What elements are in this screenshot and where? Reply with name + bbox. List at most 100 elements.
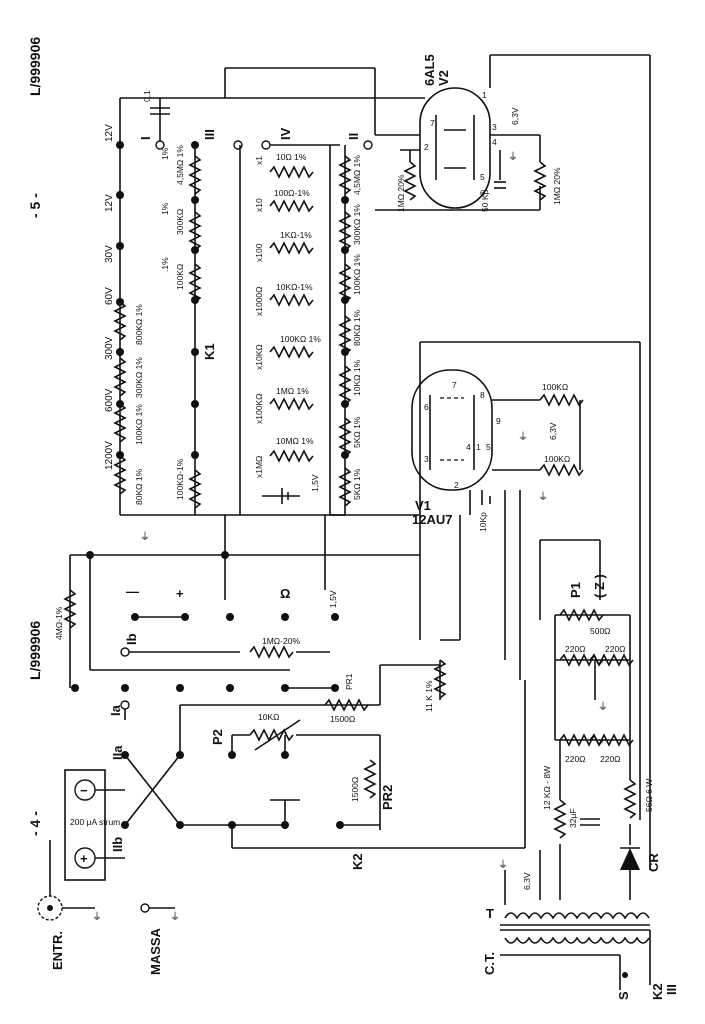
- ground-symbol: ⏚: [170, 911, 180, 923]
- ohm-res: 100KΩ 1%: [280, 334, 321, 344]
- right-res-label: 100KΩ 1%: [352, 254, 362, 295]
- v2-pin: 6: [480, 188, 485, 198]
- pr2v-label: 1500Ω: [350, 777, 360, 802]
- k1-pct: 1%: [160, 202, 170, 215]
- meter-plus: +: [80, 851, 88, 866]
- ground-symbol: ⏚: [498, 859, 508, 871]
- page-number-top: - 5 -: [27, 193, 43, 218]
- v2-pin: 7: [430, 118, 435, 128]
- ground-symbol: ⏚: [92, 911, 102, 923]
- terminal-IV: [261, 140, 271, 150]
- ohm-mult: x10: [254, 198, 264, 212]
- switch-ib: Ib: [124, 633, 139, 645]
- range-label: 600V: [104, 388, 115, 412]
- k1-divider: 4,5MΩ 1% 300KΩ 100KΩ 100KΩ-1% 1% 1% .1% …: [160, 129, 243, 515]
- z-label: ( Z ): [592, 574, 607, 598]
- input-terminals: ⏚ ENTR. ⏚ MASSA: [37, 840, 180, 975]
- pr1-label: PR1: [344, 673, 354, 690]
- v2-r2: 1MΩ 20%: [552, 167, 562, 205]
- k2-switch-pos: III: [664, 984, 679, 995]
- k2-switch-label: K2: [650, 983, 665, 1000]
- ohm-res: 1MΩ 1%: [276, 386, 309, 396]
- entr-label: ENTR.: [50, 931, 65, 970]
- r220-label: 220Ω: [565, 644, 586, 654]
- r1m-label: 1MΩ-20%: [262, 636, 300, 646]
- r56-label: 56Ω 6 W: [644, 779, 654, 812]
- v2-pin: 5: [480, 172, 485, 182]
- ground-symbol: ⏚: [508, 151, 518, 163]
- function-switch: 4MΩ-1% — + Ω 1,5V Ib 1MΩ-20% PR1 Ia: [54, 515, 525, 870]
- massa-label: MASSA: [148, 927, 163, 975]
- v1-r2: 100KΩ: [544, 454, 570, 464]
- p2-label: P2: [210, 729, 225, 745]
- ground-symbol: ⏚: [538, 491, 548, 503]
- range-label: 60V: [104, 287, 115, 305]
- v1-name: V1: [415, 498, 431, 513]
- right-res-label: 5KΩ 1%: [352, 416, 362, 448]
- massa-terminal: [140, 903, 150, 913]
- power-supply: P1 ( Z ) 500Ω 220Ω 220Ω ⏚ 220Ω 220Ω 12 K…: [482, 539, 679, 1000]
- right-res-label: 10KΩ 1%: [352, 359, 362, 396]
- ohm-mult: x1: [254, 156, 264, 165]
- ohm-mult: x100KΩ: [254, 394, 264, 424]
- ground-symbol: ⏚: [598, 701, 608, 713]
- roman-I: I: [138, 136, 153, 140]
- switch-v: 1,5V: [328, 590, 338, 608]
- t-heater: 6,3V: [522, 872, 532, 890]
- range-label: 12V: [104, 124, 115, 142]
- v2-r1: 1MΩ 20%: [396, 174, 406, 212]
- r4m-label: 4MΩ-1%: [54, 606, 64, 640]
- range-divider-right: 4,5MΩ 1% 300KΩ 1% 100KΩ 1% 80KΩ 1% 10KΩ …: [330, 133, 373, 516]
- input-capacitor: I 0,1: [138, 67, 400, 150]
- roman-II: II: [346, 133, 361, 140]
- v1-pin: 7: [452, 380, 457, 390]
- s-label: S: [616, 991, 631, 1000]
- r220-label: 220Ω: [565, 754, 586, 764]
- transformer-t: T C.T. 6,3V ⏚: [482, 850, 651, 990]
- v1-pin: 6: [424, 402, 429, 412]
- v1-pin: 4: [466, 442, 471, 452]
- v1-pin: 2: [454, 480, 459, 490]
- range-label: 300V: [104, 336, 115, 360]
- switch-plus: +: [176, 586, 184, 601]
- p2v-label: 10KΩ: [258, 712, 279, 722]
- ohmmeter-network: x1 x10 x100 x1000Ω x10KΩ x100KΩ x1MΩ 10Ω…: [239, 127, 340, 515]
- r220-label: 220Ω: [600, 754, 621, 764]
- v2-pin: 3: [492, 122, 497, 132]
- ohm-res: 10MΩ 1%: [276, 436, 314, 446]
- t-label: T: [486, 906, 494, 921]
- switch-iia: IIa: [110, 745, 125, 760]
- k1-resistor-label: 4,5MΩ 1%: [175, 145, 185, 185]
- k1-pct: 1%: [160, 147, 170, 160]
- v1-r1: 100KΩ: [542, 382, 568, 392]
- pr1v-label: 1500Ω: [330, 714, 355, 724]
- switch-ia: Ia: [108, 704, 123, 716]
- tube-v1-12au7: V1 12AU7 1 2 3 4 5 6 7 8 9 100KΩ 100KΩ 6…: [411, 341, 641, 820]
- v1-pin: 3: [424, 454, 429, 464]
- ground-symbol: ⏚: [518, 431, 528, 443]
- k1-resistor-label: 300KΩ: [175, 209, 185, 235]
- range-label: 12V: [104, 194, 115, 212]
- switch-omega: Ω: [280, 586, 290, 601]
- switch-iib: IIb: [110, 837, 125, 852]
- v2-c: 50 Kp: [480, 190, 490, 212]
- pr2-label: PR2: [380, 785, 395, 810]
- v1-pin: 5: [486, 442, 491, 452]
- ohm-res: 10Ω 1%: [276, 152, 307, 162]
- right-res-label: 80KΩ 1%: [352, 309, 362, 346]
- k2-label: K2: [350, 853, 365, 870]
- cr-label: CR: [646, 853, 661, 872]
- resistor-label: 80KΩ 1%: [134, 468, 144, 505]
- terminal-II: [363, 140, 373, 150]
- ohm-mult: x100: [254, 243, 264, 262]
- r12k-label: 12 KΩ - 8W: [542, 766, 552, 810]
- cap-label: 0,1: [142, 90, 152, 102]
- k1-pct: .1%: [160, 257, 170, 272]
- right-res-label: 4,5MΩ 1%: [352, 155, 362, 195]
- doc-id-top: L/999906: [27, 37, 43, 96]
- p1-label: P1: [568, 582, 583, 598]
- p1v-label: 500Ω: [590, 626, 611, 636]
- k1-label: K1: [202, 343, 217, 360]
- v1-pin: 9: [496, 416, 501, 426]
